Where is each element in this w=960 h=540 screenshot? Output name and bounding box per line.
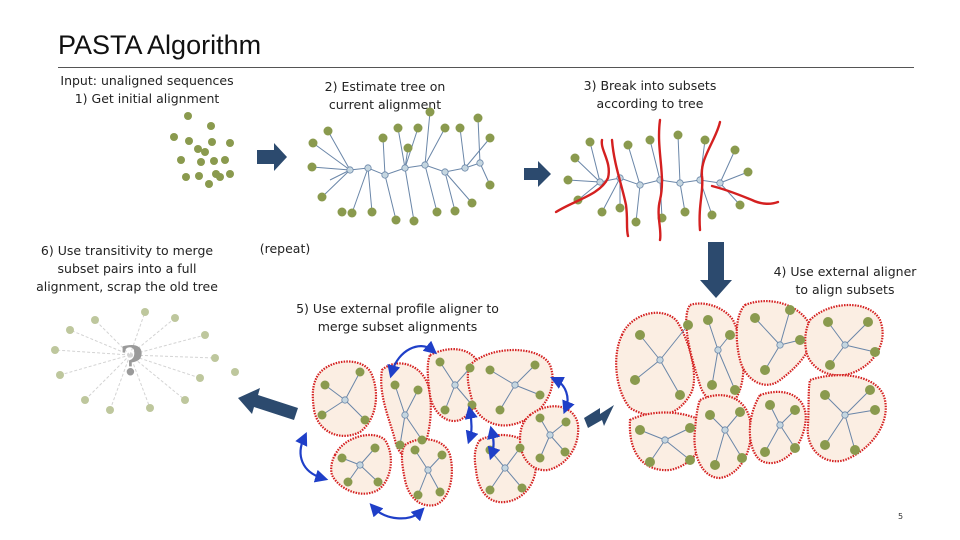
step2-line2: current alignment: [328, 97, 442, 112]
arrow-to-merge-icon: [584, 405, 614, 428]
step6-line3: alignment, scrap the old tree: [36, 279, 218, 294]
input-text: Input: unaligned sequences: [60, 73, 234, 88]
step2-line1: 2) Estimate tree on: [324, 79, 446, 94]
merge-arrows-icon: [295, 340, 575, 522]
slide-title: PASTA Algorithm: [58, 30, 262, 60]
arrow-to-tree-icon: [257, 143, 287, 171]
merging-subsets: [295, 340, 580, 522]
step3-line2: according to tree: [596, 96, 704, 111]
unknown-tree-question-mark: ?: [120, 338, 144, 385]
step5-label: 5) Use external profile aligner to merge…: [290, 300, 505, 336]
step6-line1: 6) Use transitivity to merge: [40, 243, 214, 258]
aligned-subsets: [615, 300, 887, 480]
step4-line2: to align subsets: [795, 282, 895, 297]
step-input-label: Input: unaligned sequences 1) Get initia…: [52, 72, 242, 108]
step4-label: 4) Use external aligner to align subsets: [765, 263, 925, 299]
step6-label: 6) Use transitivity to merge subset pair…: [22, 242, 232, 296]
estimated-tree: [307, 107, 495, 226]
faded-old-tree: [51, 308, 239, 414]
repeat-label: (repeat): [259, 241, 311, 256]
subset-tree: [554, 118, 780, 242]
arrow-to-subsets-icon: [524, 161, 551, 187]
unaligned-sequences: [170, 112, 234, 188]
step5-line2: merge subset alignments: [317, 319, 478, 334]
title-rule: [58, 67, 914, 68]
step4-line1: 4) Use external aligner: [773, 264, 917, 279]
arrow-to-transitivity-icon: [238, 388, 298, 420]
step5-line1: 5) Use external profile aligner to: [296, 301, 499, 316]
step3-line1: 3) Break into subsets: [583, 78, 717, 93]
step1-text: 1) Get initial alignment: [74, 91, 220, 106]
step3-label: 3) Break into subsets according to tree: [565, 77, 735, 113]
page-number: 5: [898, 512, 904, 521]
step6-line2: subset pairs into a full: [57, 261, 197, 276]
arrow-to-align-icon: [700, 242, 732, 298]
step2-label: 2) Estimate tree on current alignment: [300, 78, 470, 114]
